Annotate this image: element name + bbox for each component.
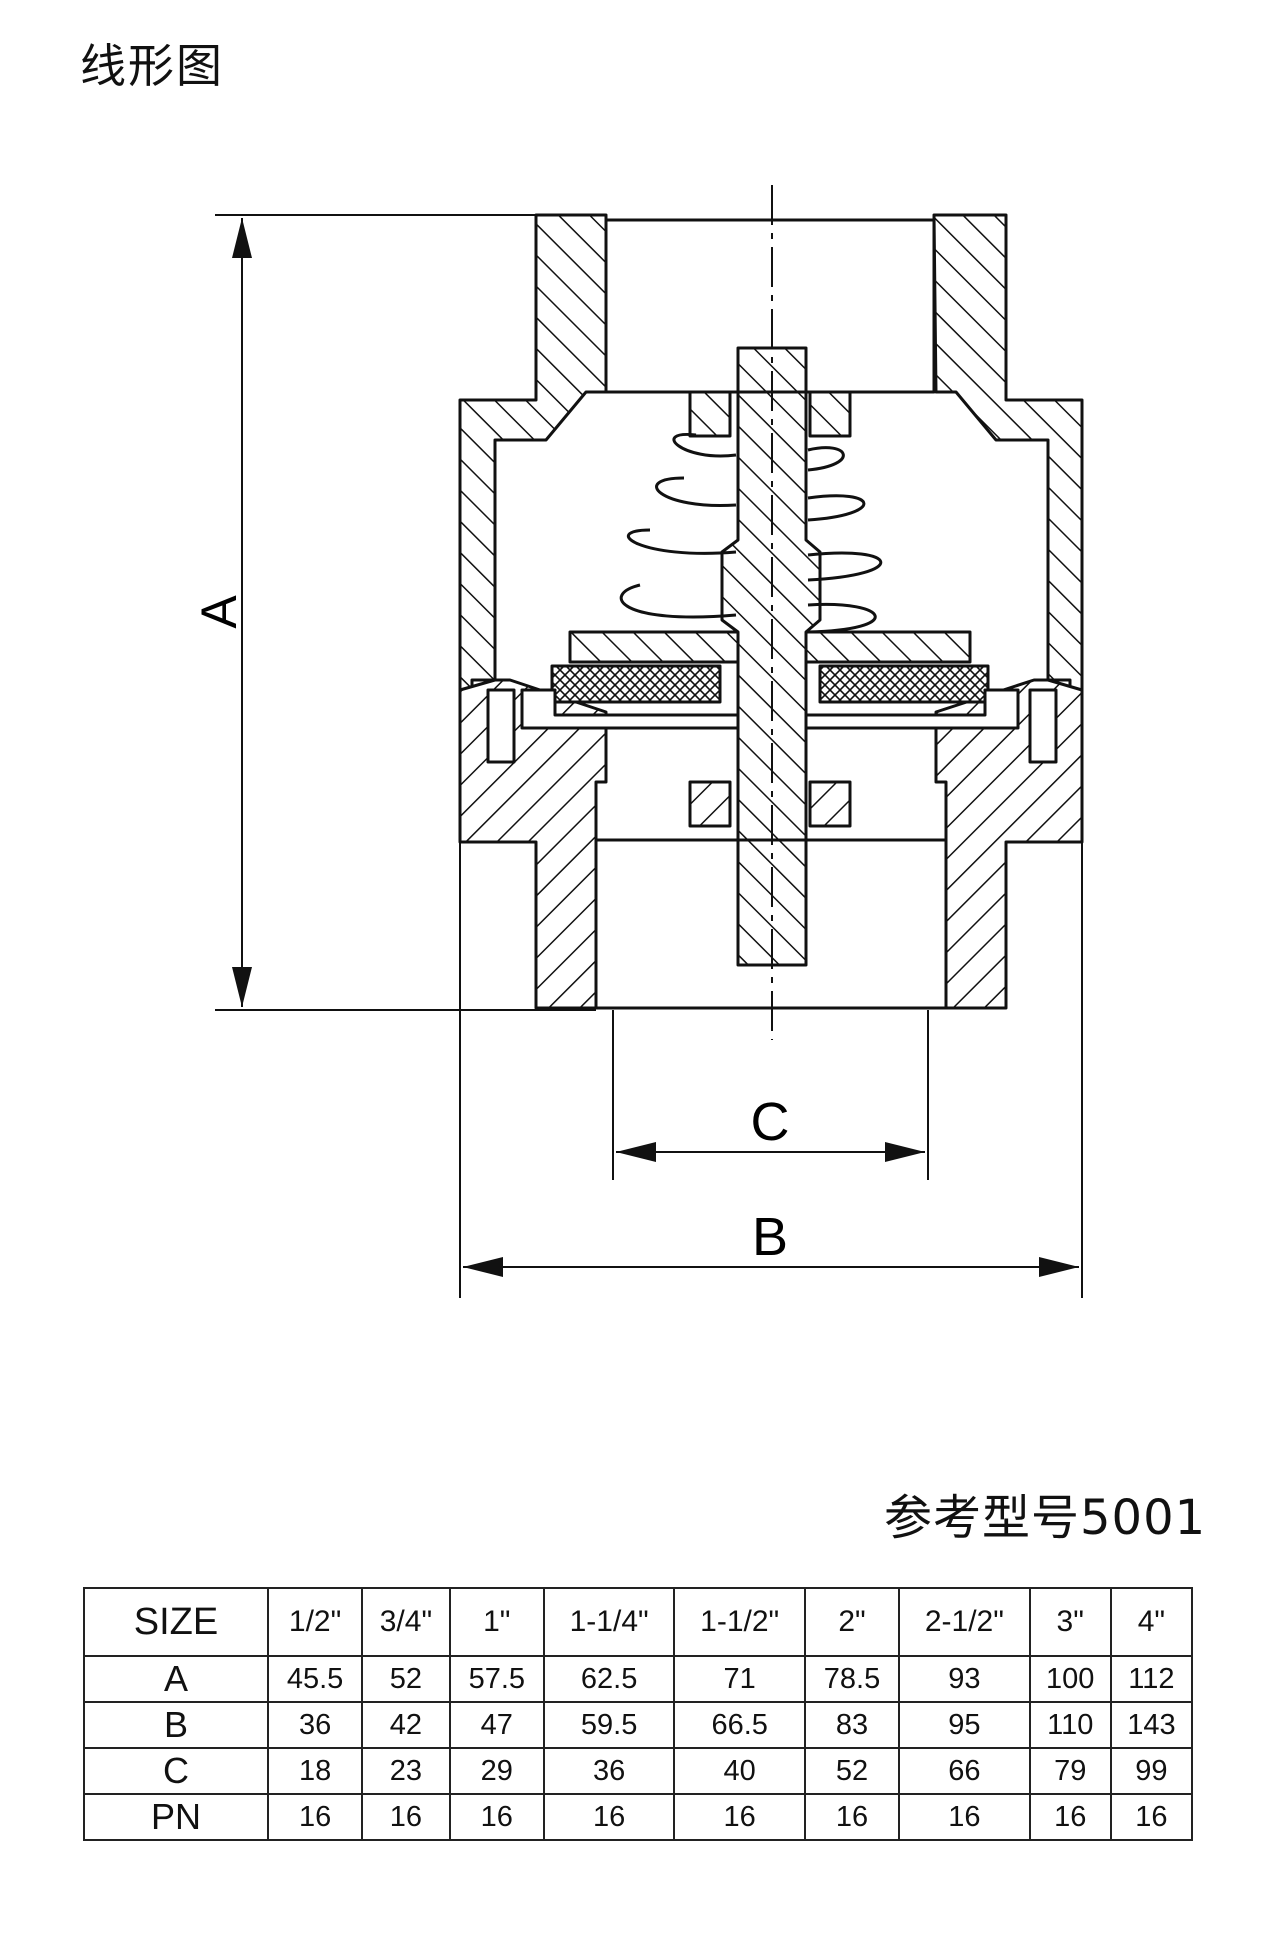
table-cell: 36	[266, 1701, 364, 1749]
table-header-cell: 2"	[803, 1587, 901, 1657]
table-cell: 18	[266, 1747, 364, 1795]
table-cell: 16	[542, 1793, 676, 1841]
table-cell: 16	[1028, 1793, 1112, 1841]
page-title: 线形图	[80, 39, 224, 93]
table-cell: 83	[803, 1701, 901, 1749]
table-header-cell: 2-1/2"	[898, 1587, 1031, 1657]
table-cell: 95	[898, 1701, 1031, 1749]
table-cell: 45.5	[266, 1655, 364, 1703]
table-cell: 59.5	[542, 1701, 676, 1749]
lower-ring-left	[486, 688, 516, 764]
table-header-cell: 1-1/4"	[542, 1587, 676, 1657]
dimension-c-label: C	[751, 1092, 790, 1152]
upper-guide-left	[688, 390, 732, 438]
table-header-cell: 1"	[448, 1587, 545, 1657]
spring	[619, 432, 883, 634]
table-cell: 66	[898, 1747, 1031, 1795]
table-cell: 57.5	[448, 1655, 545, 1703]
table-cell: 16	[898, 1793, 1031, 1841]
table-cell: 100	[1028, 1655, 1112, 1703]
table-cell: 66.5	[673, 1701, 806, 1749]
table-cell: 112	[1109, 1655, 1194, 1703]
table-row: A 45.5 52 57.5 62.5 71 78.5 93 100 112	[83, 1655, 1194, 1703]
table-cell: 71	[673, 1655, 806, 1703]
table-cell: 143	[1109, 1701, 1194, 1749]
table-cell: 29	[448, 1747, 545, 1795]
table-cell: 52	[361, 1655, 451, 1703]
table-cell: 93	[898, 1655, 1031, 1703]
table-cell: 62.5	[542, 1655, 676, 1703]
table-cell: 23	[361, 1747, 451, 1795]
table-header-row: SIZE 1/2" 3/4" 1" 1-1/4" 1-1/2" 2" 2-1/2…	[83, 1587, 1194, 1657]
table-cell: B	[83, 1701, 269, 1749]
table-cell: 36	[542, 1747, 676, 1795]
lower-guide-right	[808, 780, 852, 828]
table-cell: A	[83, 1655, 269, 1703]
table-cell: C	[83, 1747, 269, 1795]
table-cell: 16	[803, 1793, 901, 1841]
table-cell: 16	[673, 1793, 806, 1841]
table-cell: 40	[673, 1747, 806, 1795]
upper-body-left	[458, 213, 608, 792]
dimension-a-label: A	[191, 595, 247, 629]
table-cell: PN	[83, 1793, 269, 1841]
table-cell: 16	[266, 1793, 364, 1841]
dimension-b-label: B	[752, 1207, 788, 1267]
table-row: B 36 42 47 59.5 66.5 83 95 110 143	[83, 1701, 1194, 1749]
table-cell: 16	[1109, 1793, 1194, 1841]
valve-seat	[520, 688, 1020, 730]
table-cell: 16	[448, 1793, 545, 1841]
table-cell: 16	[361, 1793, 451, 1841]
dimension-a	[215, 214, 596, 1011]
table-cell: 52	[803, 1747, 901, 1795]
table-row: C 18 23 29 36 40 52 66 79 99	[83, 1747, 1194, 1795]
spec-table: SIZE 1/2" 3/4" 1" 1-1/4" 1-1/2" 2" 2-1/2…	[83, 1587, 1194, 1841]
table-cell: 47	[448, 1701, 545, 1749]
upper-guide-right	[808, 390, 852, 438]
model-number: 参考型号5001	[884, 1490, 1207, 1546]
lower-guide-left	[688, 780, 732, 828]
table-cell: 79	[1028, 1747, 1112, 1795]
upper-body-right	[932, 213, 1084, 792]
valve-section-drawing: A C B	[191, 185, 1084, 1298]
table-header-cell: 1-1/2"	[673, 1587, 806, 1657]
table-header-cell: 3"	[1028, 1587, 1112, 1657]
table-row: PN 16 16 16 16 16 16 16 16 16	[83, 1793, 1194, 1841]
seal-left	[550, 664, 722, 704]
lower-ring-right	[1028, 688, 1058, 764]
table-header-cell: 1/2"	[266, 1587, 364, 1657]
dimension-c	[612, 1010, 929, 1180]
table-header-cell: 4"	[1109, 1587, 1194, 1657]
table-cell: 110	[1028, 1701, 1112, 1749]
table-header-cell: 3/4"	[361, 1587, 451, 1657]
seal-right	[818, 664, 990, 704]
table-cell: 42	[361, 1701, 451, 1749]
table-cell: 78.5	[803, 1655, 901, 1703]
table-cell: 99	[1109, 1747, 1194, 1795]
dimension-b	[459, 842, 1083, 1298]
table-header-cell: SIZE	[83, 1587, 269, 1657]
